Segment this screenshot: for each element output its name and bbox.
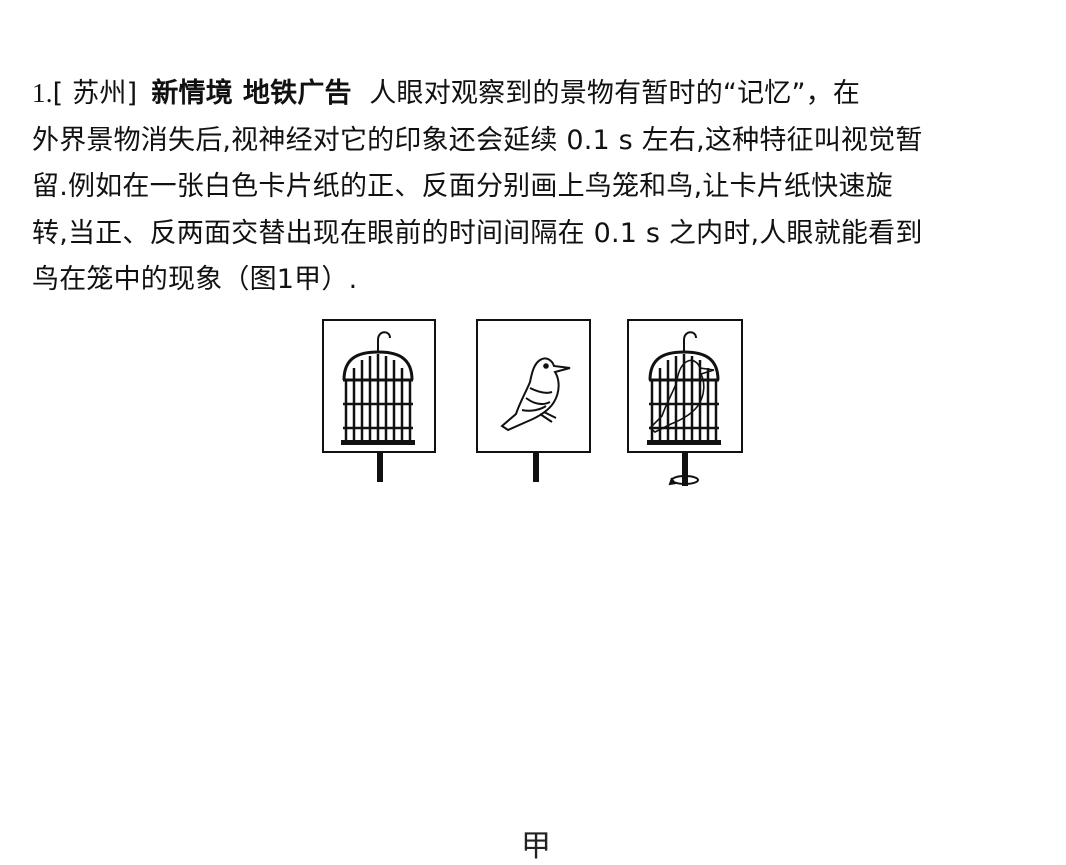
card-stick-1 (377, 452, 383, 482)
panel-bird (476, 319, 591, 453)
question-line-1-text: 人眼对观察到的景物有暂时的“记忆”，在 (369, 78, 861, 109)
panel-birdcage (322, 319, 436, 453)
figure-1-jia: 甲 (0, 318, 1066, 864)
figure-illustration (322, 319, 743, 486)
figure-caption: 甲 (521, 829, 551, 864)
question-line-1: 1.[ 苏州] 新情境地铁广告 人眼对观察到的景物有暂时的“记忆”，在 (32, 70, 1032, 118)
question-text: 1.[ 苏州] 新情境地铁广告 人眼对观察到的景物有暂时的“记忆”，在 外界景物消… (32, 70, 1032, 304)
panel-bird-in-cage (627, 319, 743, 453)
card-stick-3 (682, 452, 688, 486)
question-line-4: 转,当正、反两面交替出现在眼前的时间间隔在 0.1 s 之内时,人眼就能看到 (32, 217, 923, 249)
question-source: [ 苏州] (52, 78, 138, 109)
question-line-3: 留.例如在一张白色卡片纸的正、反面分别画上鸟笼和鸟,让卡片纸快速旋 (32, 171, 893, 202)
question-line-5: 鸟在笼中的现象（图1甲）. (32, 264, 358, 295)
rotation-arrow-icon (668, 475, 699, 486)
question-line-2: 外界景物消失后,视神经对它的印象还会延续 0.1 s 左右,这种特征叫视觉暂 (32, 124, 923, 156)
question-number: 1. (32, 78, 53, 108)
card-stick-2 (533, 452, 539, 482)
bird-icon (500, 357, 571, 432)
card-frame-2 (476, 319, 591, 453)
tag-subway-ad: 地铁广告 (242, 78, 352, 109)
tag-new-scenario: 新情境 (151, 78, 233, 109)
cage-hook-1 (377, 331, 391, 341)
